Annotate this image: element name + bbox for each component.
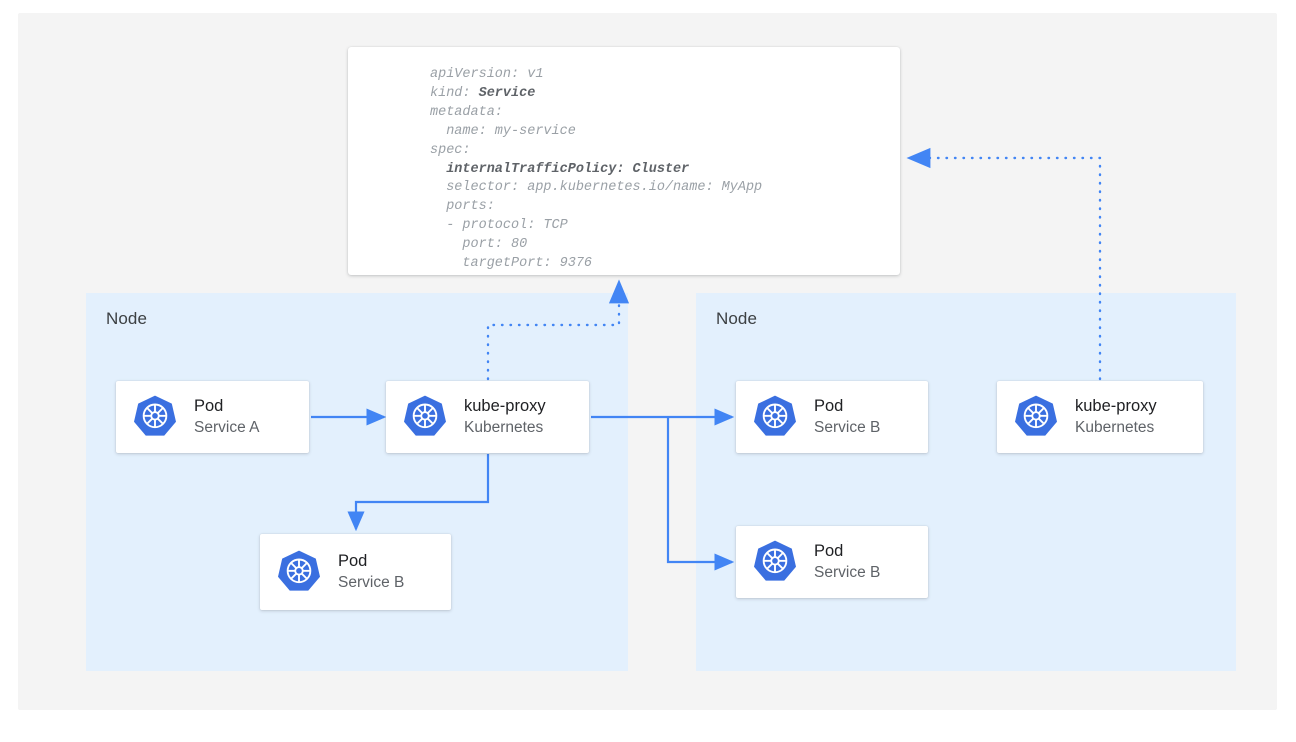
kubernetes-icon [134,394,176,441]
card-title: kube-proxy [464,397,546,415]
kubernetes-icon [404,394,446,441]
card-subtitle: Service B [814,564,881,581]
card-subtitle: Kubernetes [464,419,544,436]
card-pod-service-b-remote-2[interactable]: Pod Service B [736,526,928,598]
service-manifest-card[interactable]: apiVersion: v1 kind: Service metadata: n… [348,47,900,275]
card-subtitle: Service A [194,419,260,436]
kubernetes-icon [278,549,320,596]
card-title: Pod [338,552,368,570]
card-pod-service-b-remote-1[interactable]: Pod Service B [736,381,928,453]
service-manifest-yaml: apiVersion: v1 kind: Service metadata: n… [430,67,763,272]
kubernetes-icon [754,394,796,441]
node-label-left: Node [106,309,148,328]
card-title: Pod [814,397,844,415]
card-subtitle: Kubernetes [1075,419,1155,436]
card-subtitle: Service B [338,574,405,591]
kubernetes-icon [754,539,796,586]
node-container-right: Node [696,293,1236,671]
card-pod-service-a[interactable]: Pod Service A [116,381,309,453]
card-title: Pod [194,397,224,415]
card-title: kube-proxy [1075,397,1157,415]
card-pod-service-b-local[interactable]: Pod Service B [260,534,451,610]
card-text-group: Pod Service B [338,551,404,593]
card-text-group: Pod Service B [814,541,880,583]
card-text-group: Pod Service A [194,396,259,438]
diagram-canvas: Node Node apiVersion: v1 kind: Service m [18,13,1277,710]
card-text-group: kube-proxy Kubernetes [464,396,546,438]
node-label-right: Node [716,309,758,328]
card-subtitle: Service B [814,419,881,436]
card-text-group: kube-proxy Kubernetes [1075,396,1157,438]
card-kube-proxy-right[interactable]: kube-proxy Kubernetes [997,381,1203,453]
node-container-left: Node [86,293,628,671]
card-title: Pod [814,542,844,560]
card-text-group: Pod Service B [814,396,880,438]
card-kube-proxy-left[interactable]: kube-proxy Kubernetes [386,381,589,453]
kubernetes-icon [1015,394,1057,441]
